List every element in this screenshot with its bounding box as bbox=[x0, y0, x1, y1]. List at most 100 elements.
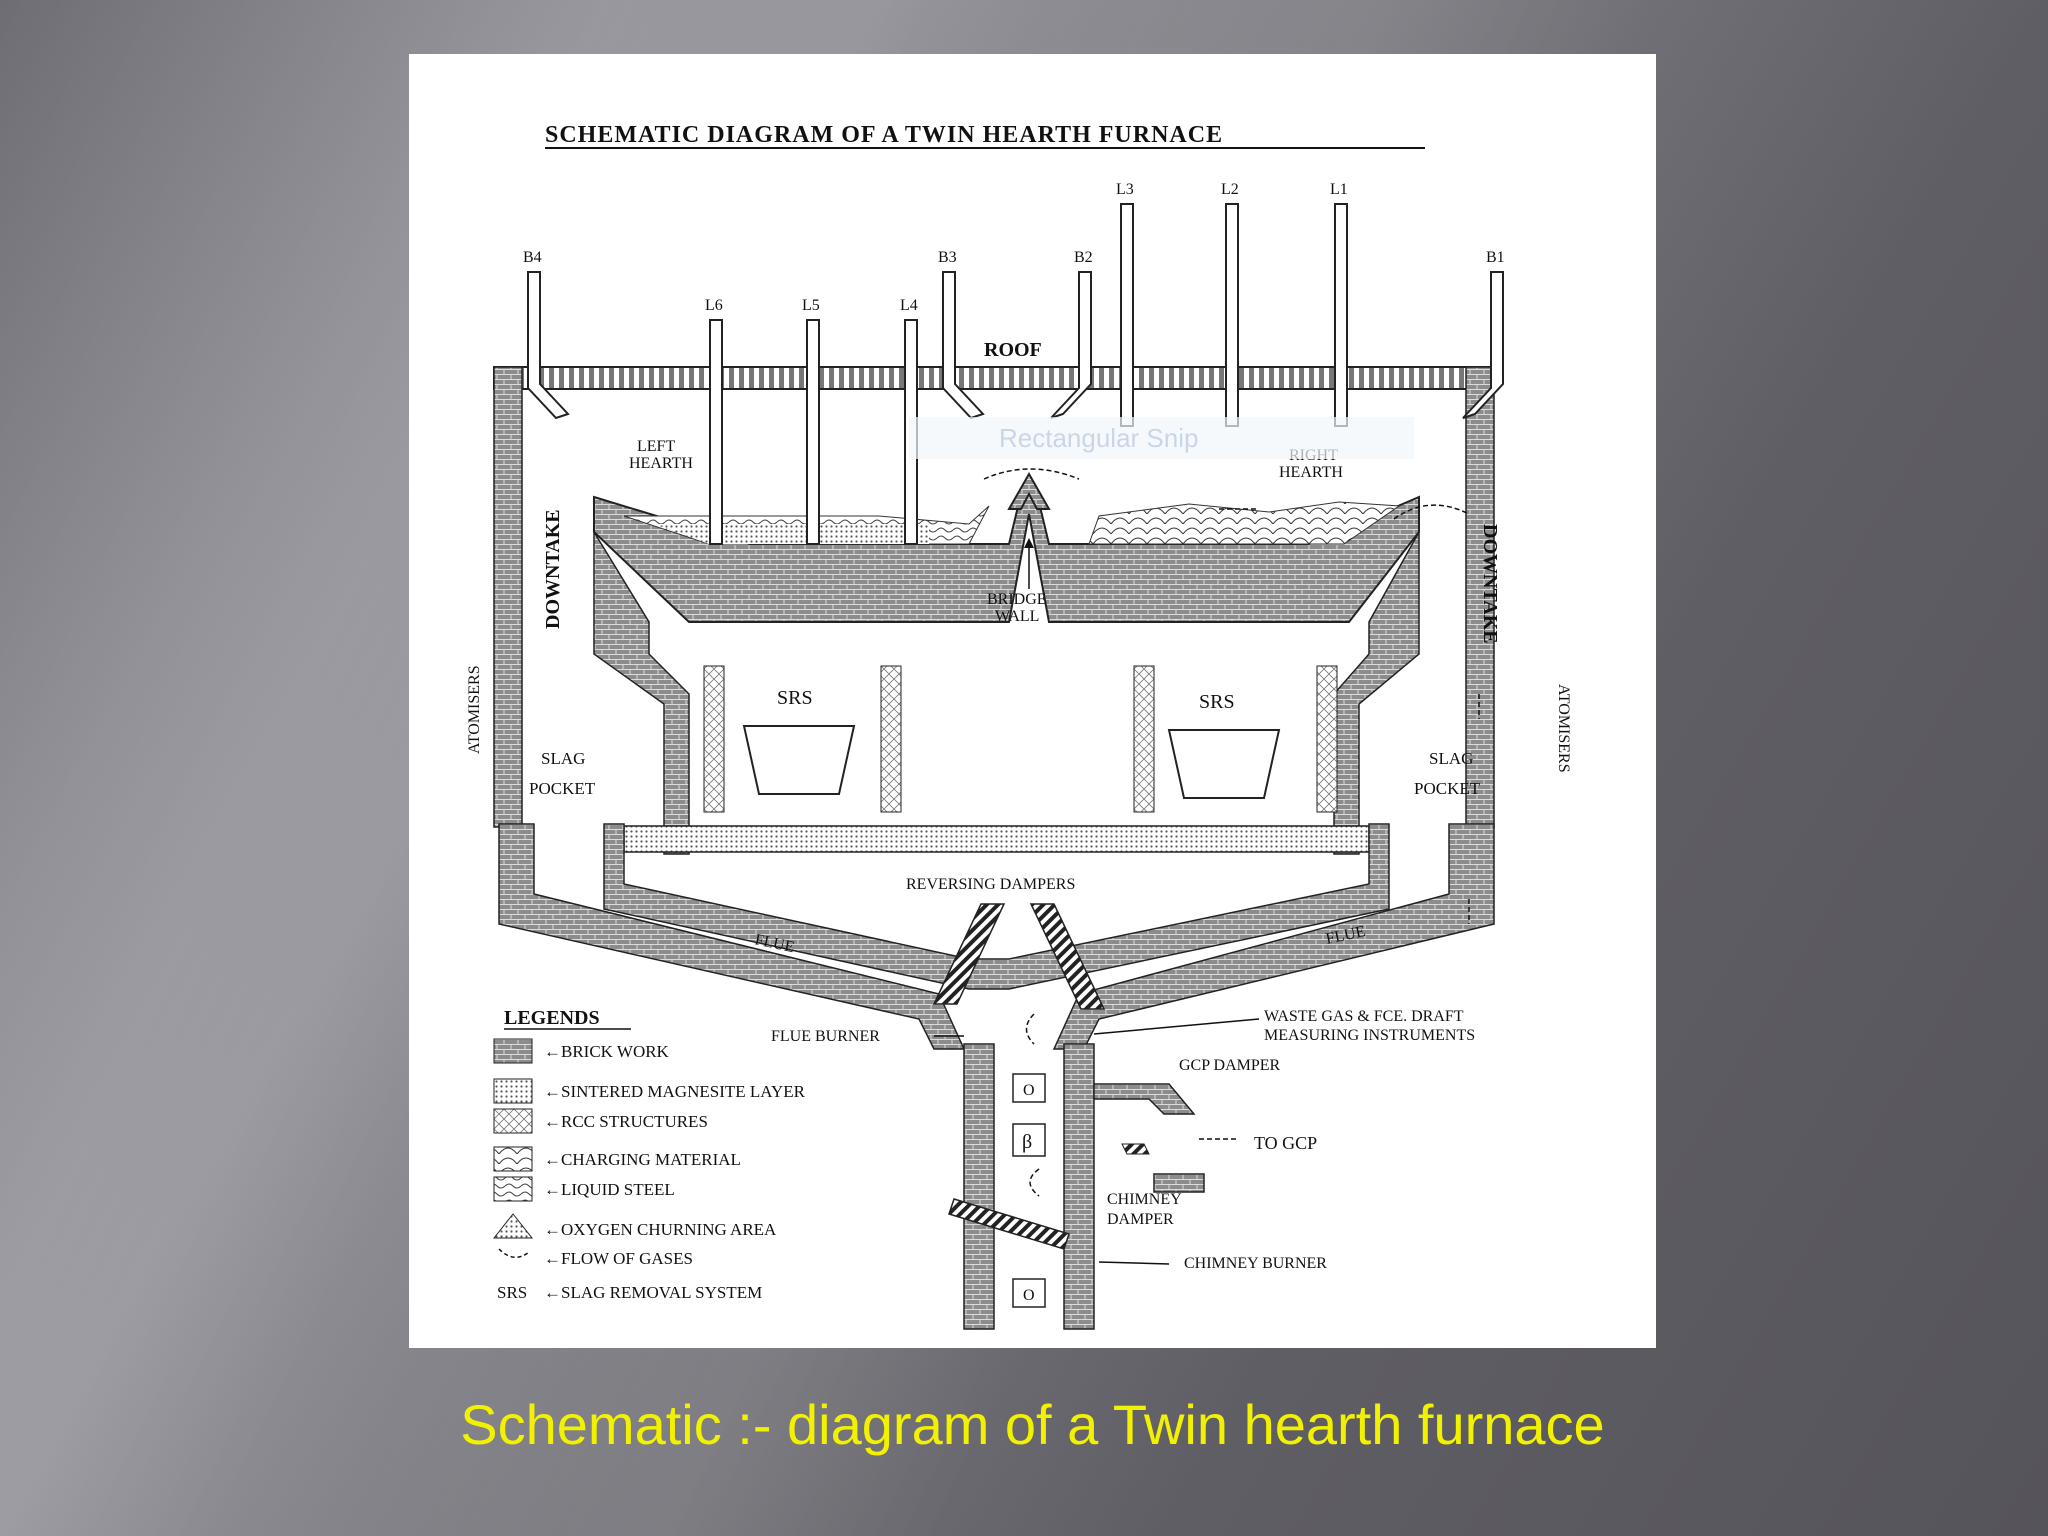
srs-right-pillar-a bbox=[1133, 665, 1155, 813]
downtake-label-left: DOWNTAKE bbox=[542, 509, 564, 629]
slide-caption: Schematic :- diagram of a Twin hearth fu… bbox=[460, 1393, 1605, 1456]
legend-item-liquid-steel: ←LIQUID STEEL bbox=[544, 1180, 675, 1199]
lance-l6-label: L6 bbox=[705, 297, 723, 314]
legend-swatch-magnesite bbox=[493, 1078, 533, 1104]
left-outer-wall bbox=[493, 366, 523, 828]
to-gcp-label: TO GCP bbox=[1254, 1133, 1317, 1153]
right-downtake-wall bbox=[1333, 529, 1420, 855]
gcp-duct bbox=[1093, 1083, 1196, 1115]
srs-left-pillar-b bbox=[880, 665, 902, 813]
chimney-damper-label-line1: CHIMNEY bbox=[1107, 1191, 1182, 1208]
lance-l6 bbox=[709, 319, 723, 545]
chimney-burner-box bbox=[1012, 1278, 1046, 1308]
diagram-panel: SCHEMATIC DIAGRAM OF A TWIN HEARTH FURNA… bbox=[409, 54, 1656, 1348]
legends-heading: LEGENDS bbox=[504, 1007, 600, 1029]
lance-l1-label: L1 bbox=[1330, 181, 1348, 198]
furnace-schematic: SCHEMATIC DIAGRAM OF A TWIN HEARTH FURNA… bbox=[466, 122, 1572, 1330]
chimney-burner-label: CHIMNEY BURNER bbox=[1184, 1255, 1327, 1272]
legend-swatch-oxygen bbox=[492, 1213, 534, 1239]
bridge-wall-label-line2: WALL bbox=[995, 608, 1039, 625]
lance-l5 bbox=[806, 319, 820, 545]
burner-b1 bbox=[1462, 271, 1504, 419]
legend-item-srs: ←SLAG REMOVAL SYSTEM bbox=[544, 1283, 762, 1302]
lance-l1 bbox=[1334, 203, 1348, 427]
diagram-title: SCHEMATIC DIAGRAM OF A TWIN HEARTH FURNA… bbox=[545, 122, 1223, 148]
burner-b2-label: B2 bbox=[1074, 249, 1093, 266]
snip-watermark-box bbox=[909, 417, 1414, 459]
legend-item-charging: ←CHARGING MATERIAL bbox=[544, 1150, 741, 1169]
legend-item-gas-flow: ←FLOW OF GASES bbox=[544, 1249, 693, 1268]
legend-swatch-charging bbox=[493, 1146, 533, 1172]
legend-swatch-liquid-steel bbox=[493, 1176, 533, 1202]
srs-left-label: SRS bbox=[777, 687, 813, 709]
slag-pocket-right-line1: SLAG bbox=[1429, 749, 1473, 768]
stack-right-wall bbox=[1063, 1043, 1095, 1330]
gcp-damper-label: GCP DAMPER bbox=[1179, 1057, 1281, 1074]
srs-right-bucket bbox=[1167, 729, 1281, 799]
srs-right-pillar-b bbox=[1316, 665, 1338, 813]
burner-b1-label: B1 bbox=[1486, 249, 1505, 266]
flue-burner-symbol: O bbox=[1023, 1082, 1035, 1099]
burner-b2 bbox=[1050, 271, 1092, 419]
legend-item-magnesite: ←SINTERED MAGNESITE LAYER bbox=[544, 1082, 806, 1101]
burner-b4 bbox=[527, 271, 570, 420]
roof-label: ROOF bbox=[984, 339, 1042, 361]
legend-item-brick: ←BRICK WORK bbox=[544, 1042, 670, 1061]
gcp-outlet bbox=[1153, 1173, 1205, 1193]
srs-left-pillar-a bbox=[703, 665, 725, 813]
chimney-damper-blade bbox=[948, 1198, 1070, 1250]
legend-swatch-brick bbox=[493, 1038, 533, 1064]
slag-pocket-right-line2: POCKET bbox=[1414, 779, 1481, 798]
burner-b3-label: B3 bbox=[938, 249, 957, 266]
left-downtake-wall bbox=[593, 529, 690, 855]
snip-watermark: Rectangular Snip bbox=[999, 423, 1198, 453]
right-hearth-label-line2: HEARTH bbox=[1279, 464, 1343, 481]
bridge-wall-arrow-icon bbox=[1024, 538, 1034, 548]
inner-flue bbox=[603, 823, 1390, 990]
gcp-damper-blade bbox=[1121, 1143, 1150, 1155]
slag-pocket-left-line2: POCKET bbox=[529, 779, 596, 798]
waste-gas-leader bbox=[1093, 1018, 1260, 1035]
chimney-burner-leader bbox=[1098, 1261, 1170, 1265]
atomisers-label-right: ATOMISERS bbox=[1555, 684, 1572, 773]
gas-flow-arrows bbox=[983, 468, 1480, 1197]
reversing-damper-left bbox=[932, 903, 1006, 1005]
left-hearth-label-line1: LEFT bbox=[637, 438, 675, 455]
bridge-wall-label-line1: BRIDGE bbox=[987, 591, 1047, 608]
burner-b3 bbox=[942, 271, 985, 420]
hearth-base-slab bbox=[623, 825, 1370, 853]
flue-burner-label: FLUE BURNER bbox=[771, 1028, 880, 1045]
burner-b4-label: B4 bbox=[523, 249, 542, 266]
waste-gas-label-line1: WASTE GAS & FCE. DRAFT bbox=[1264, 1008, 1464, 1025]
chimney-damper-label-line2: DAMPER bbox=[1107, 1211, 1174, 1228]
downtake-label-right: DOWNTAKE bbox=[1479, 524, 1501, 644]
draft-meter-symbol: β bbox=[1022, 1131, 1032, 1153]
legend-item-oxygen: ←OXYGEN CHURNING AREA bbox=[544, 1220, 777, 1239]
atomisers-label-left: ATOMISERS bbox=[466, 665, 483, 754]
flue-burner-box bbox=[1012, 1073, 1046, 1103]
slag-pocket-left-line1: SLAG bbox=[541, 749, 585, 768]
chimney-burner-symbol: O bbox=[1023, 1287, 1035, 1304]
legend-srs-prefix: SRS bbox=[497, 1283, 527, 1302]
hearth-brickwork bbox=[593, 493, 1420, 623]
lance-l3 bbox=[1120, 203, 1134, 427]
charging-material-right bbox=[1088, 501, 1401, 545]
bridge-wall bbox=[1007, 471, 1051, 510]
left-hearth-label-line2: HEARTH bbox=[629, 455, 693, 472]
lance-l4-label: L4 bbox=[900, 297, 918, 314]
legend-item-rcc: ←RCC STRUCTURES bbox=[544, 1112, 708, 1131]
legend-swatch-rcc bbox=[493, 1108, 533, 1134]
lance-l5-label: L5 bbox=[802, 297, 820, 314]
stack-left-wall bbox=[963, 1043, 995, 1330]
lance-l2 bbox=[1225, 203, 1239, 427]
waste-gas-label-line2: MEASURING INSTRUMENTS bbox=[1264, 1027, 1475, 1044]
reversing-dampers-label: REVERSING DAMPERS bbox=[906, 876, 1075, 893]
legend-swatch-gas-flow bbox=[498, 1248, 530, 1258]
reversing-damper-right bbox=[1029, 903, 1106, 1010]
draft-meter-box bbox=[1012, 1123, 1046, 1157]
lance-l2-label: L2 bbox=[1221, 181, 1239, 198]
lance-l3-label: L3 bbox=[1116, 181, 1134, 198]
srs-left-bucket bbox=[742, 725, 856, 795]
srs-right-label: SRS bbox=[1199, 691, 1235, 713]
